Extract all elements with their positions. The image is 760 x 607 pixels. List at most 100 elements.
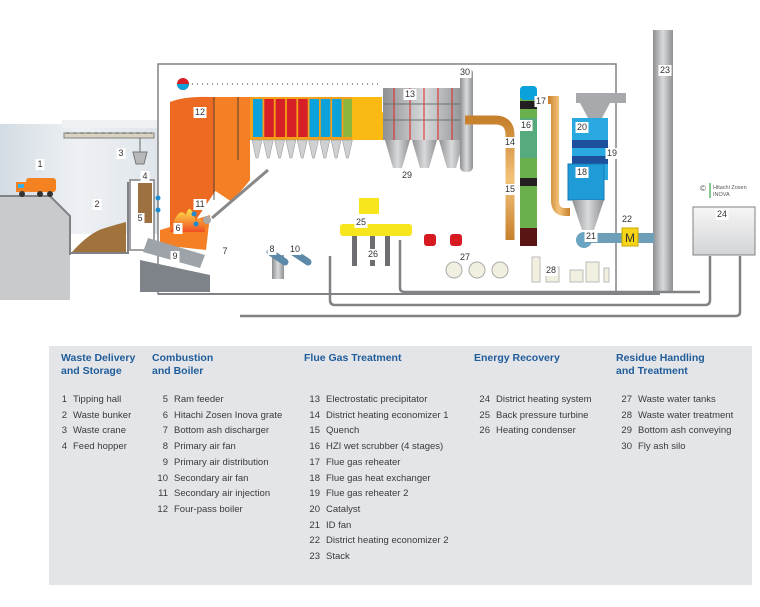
legend-heading-line1: Energy Recovery	[474, 352, 560, 364]
legend-item-number: 5	[162, 394, 168, 405]
plant-diagram: M	[0, 30, 756, 318]
legend-item-label: Back pressure turbine	[496, 409, 589, 421]
logo-line2: INOVA	[713, 192, 730, 198]
legend-item-label: Secondary air injection	[174, 488, 271, 500]
callout-box	[658, 65, 672, 76]
legend-item-label: Fly ash silo	[638, 441, 686, 453]
legend-item-label: Secondary air fan	[174, 472, 249, 484]
callout-box	[503, 184, 517, 195]
callout-number-18: 18	[577, 167, 587, 177]
callout-number-20: 20	[577, 122, 587, 132]
callout-box	[288, 244, 302, 255]
callout-number-25: 25	[356, 217, 366, 227]
callout-number-16: 16	[521, 120, 531, 130]
legend-item: 18 Flue gas heat exchanger	[304, 471, 479, 487]
legend-item-label: Flue gas reheater	[326, 456, 401, 468]
legend-item-label: Feed hopper	[73, 441, 127, 453]
callout-box	[575, 122, 589, 133]
scr-catalyst	[567, 93, 626, 230]
ash-hopper	[330, 139, 342, 159]
legend-item-label: District heating economizer 1	[326, 409, 449, 421]
callout-box	[458, 67, 472, 78]
legend-item-number: 1	[61, 394, 67, 405]
legend-item-number: 15	[309, 425, 320, 437]
legend-column-flue-gas: Flue Gas Treatment 13 Electrostatic precip…	[304, 352, 479, 565]
legend-item-label: Catalyst	[326, 503, 361, 515]
callout-box	[534, 96, 548, 107]
callout-number-27: 27	[460, 252, 470, 262]
callout-number-29: 29	[402, 170, 412, 180]
legend-item-number: 19	[309, 488, 320, 500]
legend-item-label: Flue gas heat exchanger	[326, 472, 431, 484]
callout-box	[140, 171, 150, 182]
legend-item-label: Waste water treatment	[638, 409, 734, 421]
heating-surface-bundle	[298, 99, 308, 137]
ash-hopper	[308, 139, 319, 159]
hitachi-zosen-inova-logo: © Hitachi Zosen INOVA	[700, 183, 747, 198]
callout-box	[220, 246, 230, 257]
legend-heading-line1: Flue Gas Treatment	[304, 352, 402, 364]
legend-item-number: 11	[158, 488, 168, 500]
callout-box	[458, 252, 472, 263]
electrostatic-precipitator	[383, 88, 465, 168]
legend-item-number: 13	[309, 394, 320, 405]
legend-item-label: Stack	[326, 551, 350, 563]
callout-box	[605, 148, 619, 159]
legend-item: 13 Electrostatic precipitator	[304, 392, 479, 408]
heating-surface-bundle	[275, 99, 286, 137]
legend-item: 23 Stack	[304, 549, 479, 565]
four-pass-boiler	[170, 78, 380, 238]
callout-number-5: 5	[137, 213, 142, 223]
callout-number-9: 9	[172, 251, 177, 261]
legend-item: 14 District heating economizer 1	[304, 408, 479, 424]
legend-item-label: Flue gas reheater 2	[326, 488, 409, 500]
legend-item-number: 14	[309, 409, 320, 421]
callout-box	[92, 199, 102, 210]
callout-box	[116, 148, 126, 159]
wet-scrubber	[520, 86, 537, 246]
legend-heading-line1: Waste Delivery	[61, 352, 136, 364]
callout-number-12: 12	[195, 107, 205, 117]
callout-number-23: 23	[660, 65, 670, 75]
callout-number-14: 14	[505, 137, 515, 147]
legend-item-label: District heating economizer 2	[326, 535, 449, 547]
logo-line1: Hitachi Zosen	[713, 185, 747, 191]
heating-surface-bundle	[286, 99, 297, 137]
legend-item: 29 Bottom ash conveying	[616, 423, 746, 439]
legend-item-label: Electrostatic precipitator	[326, 394, 428, 405]
legend-item-number: 18	[309, 472, 320, 484]
legend-item-label: Waste water tanks	[638, 394, 716, 405]
callout-box	[519, 120, 533, 131]
heating-surface-bundle	[309, 99, 319, 137]
legend-item-number: 28	[621, 409, 632, 421]
legend-item-label: Waste bunker	[73, 409, 132, 421]
legend-item-number: 3	[61, 425, 67, 437]
legend-item-label: HZI wet scrubber (4 stages)	[326, 441, 444, 453]
callout-number-21: 21	[586, 231, 596, 241]
legend-item-number: 30	[621, 441, 632, 453]
legend-item-number: 29	[621, 425, 632, 437]
legend-item-number: 23	[309, 551, 320, 563]
legend-item-number: 25	[479, 409, 490, 421]
copyright-symbol: ©	[700, 184, 706, 193]
legend-item-label: District heating system	[496, 394, 592, 405]
heating-surface-bundle	[343, 99, 353, 137]
callout-number-26: 26	[368, 249, 378, 259]
legend-item-label: Bottom ash conveying	[638, 425, 732, 437]
callout-number-11: 11	[195, 199, 204, 209]
legend-item-number: 2	[61, 409, 67, 421]
callout-box	[544, 265, 558, 276]
